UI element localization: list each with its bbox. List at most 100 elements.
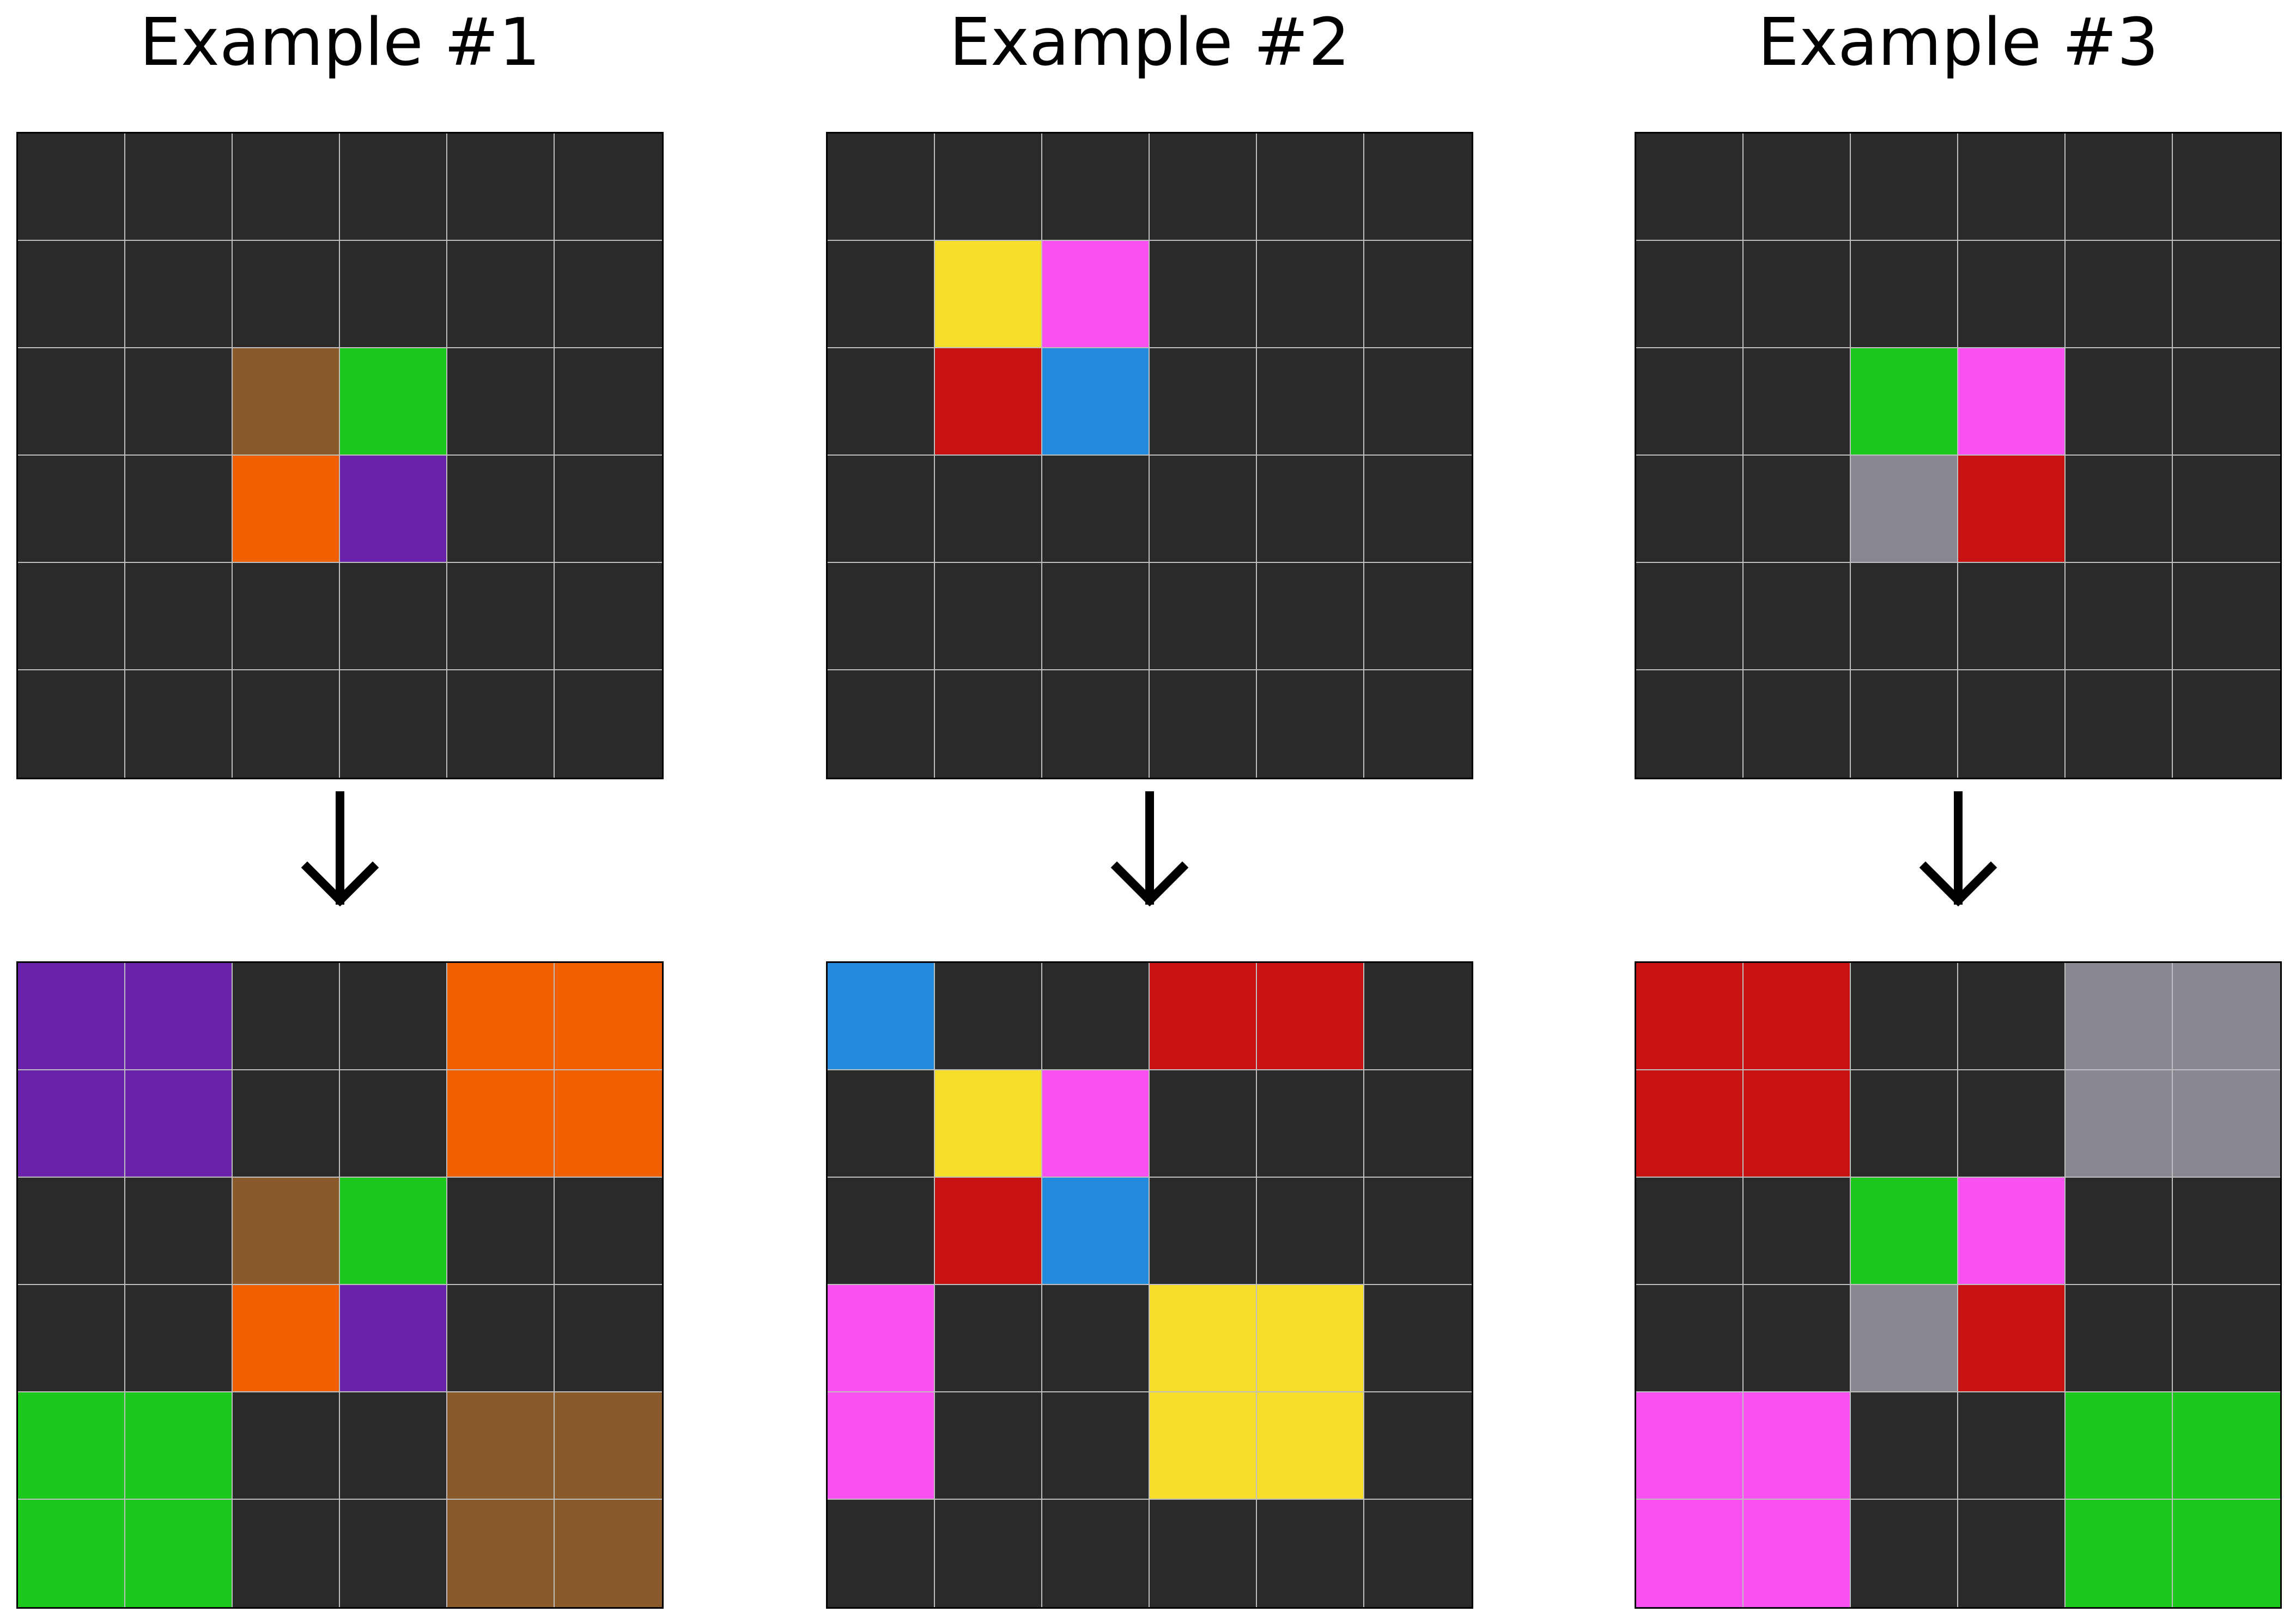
input-grid <box>826 132 1473 779</box>
grid-cell <box>2173 670 2280 778</box>
grid-cell <box>828 1070 935 1178</box>
grid-cell <box>935 1500 1042 1607</box>
grid-cell <box>125 1500 233 1607</box>
grid-cell <box>1150 1392 1257 1500</box>
grid-cell <box>340 963 447 1070</box>
grid-cell <box>1257 1392 1364 1500</box>
grid-cell <box>447 134 555 241</box>
grid-cell <box>1364 1178 1472 1285</box>
grid-cell <box>935 1285 1042 1392</box>
grid-cell <box>340 563 447 670</box>
grid-cell <box>1042 241 1150 348</box>
input-grid <box>1635 132 2282 779</box>
grid-cell <box>18 1392 125 1500</box>
grid-cell <box>1364 563 1472 670</box>
grid-cell <box>1744 1178 1851 1285</box>
grid-cell <box>555 1392 662 1500</box>
grid-cell <box>125 348 233 456</box>
grid-cell <box>1042 1285 1150 1392</box>
grid-cell <box>828 1285 935 1392</box>
grid-cell <box>1636 563 1744 670</box>
grid-cell <box>2173 134 2280 241</box>
grid-cell <box>1851 1392 1958 1500</box>
grid-cell <box>2066 456 2173 563</box>
grid-cell <box>18 1070 125 1178</box>
grid-cell <box>18 670 125 778</box>
grid-cell <box>555 563 662 670</box>
grid-cell <box>125 241 233 348</box>
grid-cell <box>935 134 1042 241</box>
grid-cell <box>447 670 555 778</box>
grid-cell <box>1364 1285 1472 1392</box>
grid-cell <box>447 563 555 670</box>
grid-cell <box>233 456 340 563</box>
grid-cell <box>2066 241 2173 348</box>
grid-cell <box>935 241 1042 348</box>
grid-cell <box>1958 241 2066 348</box>
grid-cell <box>2066 1392 2173 1500</box>
example-title: Example #2 <box>949 5 1350 81</box>
grid-cell <box>1851 348 1958 456</box>
grid-cell <box>2066 1178 2173 1285</box>
grid-cell <box>2066 1500 2173 1607</box>
grid-cell <box>1851 134 1958 241</box>
grid-cell <box>2066 963 2173 1070</box>
grid-cell <box>1042 563 1150 670</box>
grid-cell <box>233 963 340 1070</box>
grid-cell <box>1150 134 1257 241</box>
grid-cell <box>447 963 555 1070</box>
grid-cell <box>340 670 447 778</box>
grid-cell <box>18 963 125 1070</box>
grid-cell <box>1958 134 2066 241</box>
grid-cell <box>1744 1500 1851 1607</box>
grid-cell <box>1150 241 1257 348</box>
grid-cell <box>18 563 125 670</box>
grid-cell <box>1257 1070 1364 1178</box>
grid-cell <box>2173 1178 2280 1285</box>
grid-cell <box>1257 348 1364 456</box>
grid-cell <box>1744 348 1851 456</box>
grid-cell <box>125 456 233 563</box>
grid-cell <box>1958 348 2066 456</box>
grid-cell <box>1042 348 1150 456</box>
grid-cell <box>1257 241 1364 348</box>
grid-cell <box>18 456 125 563</box>
grid-cell <box>1364 348 1472 456</box>
grid-cell <box>447 241 555 348</box>
grid-cell <box>2173 1392 2280 1500</box>
down-arrow-icon <box>1919 791 1997 907</box>
grid-cell <box>233 134 340 241</box>
grid-cell <box>1042 670 1150 778</box>
grid-cell <box>1851 241 1958 348</box>
grid-cell <box>1364 456 1472 563</box>
grid-cell <box>447 1392 555 1500</box>
grid-cell <box>2066 134 2173 241</box>
grid-cell <box>1257 1285 1364 1392</box>
grid-cell <box>447 456 555 563</box>
grid-cell <box>1257 1178 1364 1285</box>
grid-cell <box>1364 1500 1472 1607</box>
grid-cell <box>1150 670 1257 778</box>
grid-cell <box>828 563 935 670</box>
grid-cell <box>233 1285 340 1392</box>
grid-cell <box>1042 1070 1150 1178</box>
grid-cell <box>1744 563 1851 670</box>
grid-cell <box>1364 1392 1472 1500</box>
grid-cell <box>1636 1392 1744 1500</box>
grid-cell <box>555 670 662 778</box>
grid-cell <box>1636 1500 1744 1607</box>
grid-cell <box>1958 1500 2066 1607</box>
grid-cell <box>1744 134 1851 241</box>
grid-cell <box>1744 670 1851 778</box>
grid-cell <box>340 1178 447 1285</box>
grid-cell <box>2066 1285 2173 1392</box>
grid-cell <box>1636 1178 1744 1285</box>
grid-cell <box>1042 1178 1150 1285</box>
output-grid <box>1635 961 2282 1609</box>
grid-cell <box>2173 963 2280 1070</box>
grid-cell <box>935 963 1042 1070</box>
grid-cell <box>1744 241 1851 348</box>
grid-cell <box>340 456 447 563</box>
down-arrow-icon <box>301 791 379 907</box>
grid-cell <box>1958 563 2066 670</box>
